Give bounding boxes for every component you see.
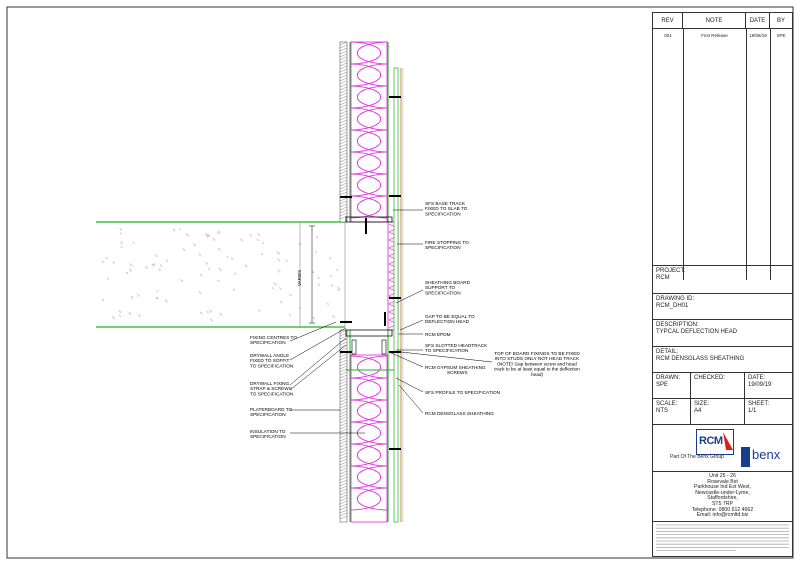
label-densglass: RCM DENSGLASS SHEATHING: [425, 411, 494, 416]
description-block: DESCRIPTION:TYPCAL DEFLECTION HEAD: [653, 319, 792, 346]
label-sheathing-support: SHEATHING BOARDSUPPORT TOSPECIFICATION: [425, 280, 471, 295]
label-drywall-angle: DRYWALL ANGLEFIXED TO SOFFITTO SPECIFICA…: [250, 353, 293, 368]
detail-block: DETAIL:RCM DENSGLASS SHEATHING: [653, 346, 792, 372]
concrete-slab: VARIES: [96, 222, 345, 327]
label-headtrack: SFS SLOTTED HEADTRACKTO SPECIFICATION: [425, 343, 488, 353]
densglass-sheathing: [394, 68, 398, 522]
disclaimer-text: [656, 523, 789, 555]
label-fixing-centres: FIXING CENTRES TOSPECIFICATION: [250, 335, 297, 345]
size-block: SIZE:A4: [691, 398, 745, 424]
note-board-fixings: TOP OF BOARD FIXINGS TO BE FIXEDINTO STU…: [494, 351, 580, 377]
label-fire-stopping: FIRE STOPPING TOSPECIFICATION: [425, 240, 469, 250]
label-insulation: INSULATION TOSPECIFICATION: [250, 429, 286, 439]
label-sfs-profile: SFS PROFILE TO SPECIFICATION: [425, 390, 500, 395]
label-gap-deflection: GAP TO BE EQUAL TODEFLECTION HEAD: [425, 314, 475, 324]
date-block: DATE:19/09/19: [745, 372, 792, 398]
rev-note: First Release: [683, 30, 746, 40]
label-epdm: RCM EPDM: [425, 332, 451, 337]
note-col-header: NOTE: [683, 13, 746, 28]
rev-col-header: REV: [653, 13, 683, 28]
company-address: Unit 25 - 26Rosevale BstParkhouse Ind Es…: [653, 474, 792, 519]
date-col-header: DATE: [746, 13, 770, 28]
checked-block: CHECKED:: [691, 372, 745, 398]
label-gypsum-screws: RCM GYPSUM SHEATHINGSCREWS: [425, 365, 486, 375]
project-block: PROJECT:RCM: [653, 265, 792, 293]
address-line: Email: info@rcmltd.biz: [653, 513, 792, 519]
part-of-group: Part Of The Benx Group: [653, 454, 741, 460]
by-col-header: BY: [770, 13, 792, 28]
title-block: REV NOTE DATE BY 001 First Release 19/06…: [652, 12, 793, 557]
slotted-headtrack: [346, 330, 392, 336]
rcm-logo: RCM: [696, 429, 734, 455]
scale-block: SCALE:NTS: [653, 398, 691, 424]
rev-date: 19/06/19: [746, 30, 770, 40]
drawn-block: DRAWN:SPE: [653, 372, 691, 398]
disclaimer-lines: [656, 523, 789, 553]
slab-label: VARIES: [297, 270, 302, 286]
dimension-line: [309, 226, 315, 323]
label-base-track: SFS BASE TRACKFIXED TO SLAB TOSPECIFICAT…: [425, 201, 468, 216]
label-drywall-strap: DRYWALL FIXINGSTRAP & SCREWSTO SPECIFICA…: [250, 381, 293, 396]
sheet-block: SHEET:1/1: [745, 398, 792, 424]
rev-number: 001: [653, 30, 683, 40]
revision-header: REV NOTE DATE BY: [653, 13, 792, 29]
benx-logo: benx: [741, 445, 789, 469]
wall-assembly: [340, 42, 403, 522]
drawing-id-block: DRAWING ID:RCM_DH01: [653, 293, 792, 319]
rev-by: SPE: [770, 30, 792, 40]
label-plasterboard: PLATERBOARD TOSPECIFICATION: [250, 407, 293, 417]
rcm-logo-mark: [721, 430, 735, 452]
